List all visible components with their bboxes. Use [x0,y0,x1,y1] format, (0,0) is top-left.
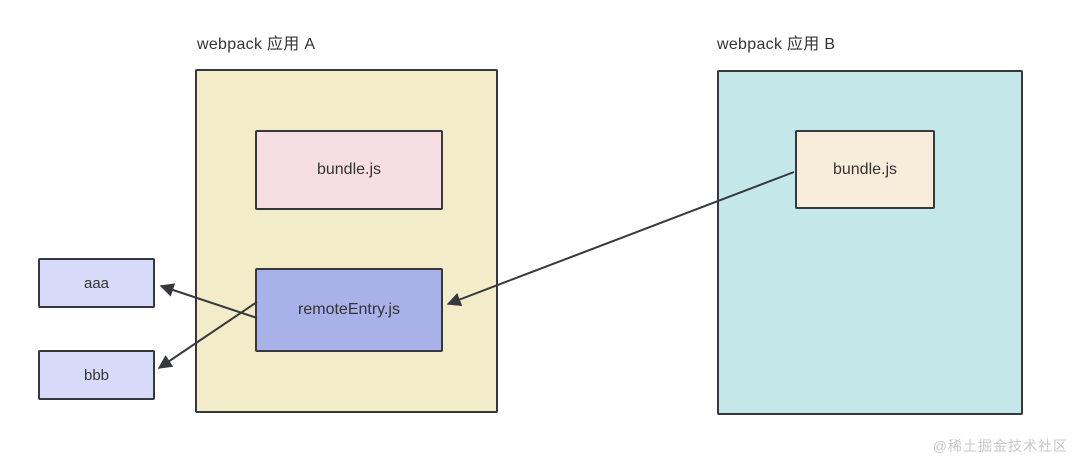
watermark: @稀土掘金技术社区 [932,438,1068,454]
module-aaa-node: aaa [38,258,155,308]
remote-entry-label: remoteEntry.js [298,301,400,318]
app-b-bundle-node: bundle.js [795,130,935,209]
app-b-title: webpack 应用 B [717,36,836,53]
app-b-container [717,70,1023,415]
app-a-container [195,69,498,413]
app-b-bundle-label: bundle.js [832,160,898,178]
app-a-title: webpack 应用 A [197,36,316,53]
app-a-bundle-label: bundle.js [316,161,382,178]
module-bbb-label: bbb [83,366,110,384]
module-bbb-node: bbb [38,350,155,400]
app-a-bundle-node: bundle.js [255,130,443,210]
remote-entry-node: remoteEntry.js [255,268,443,352]
module-aaa-label: aaa [83,274,110,292]
